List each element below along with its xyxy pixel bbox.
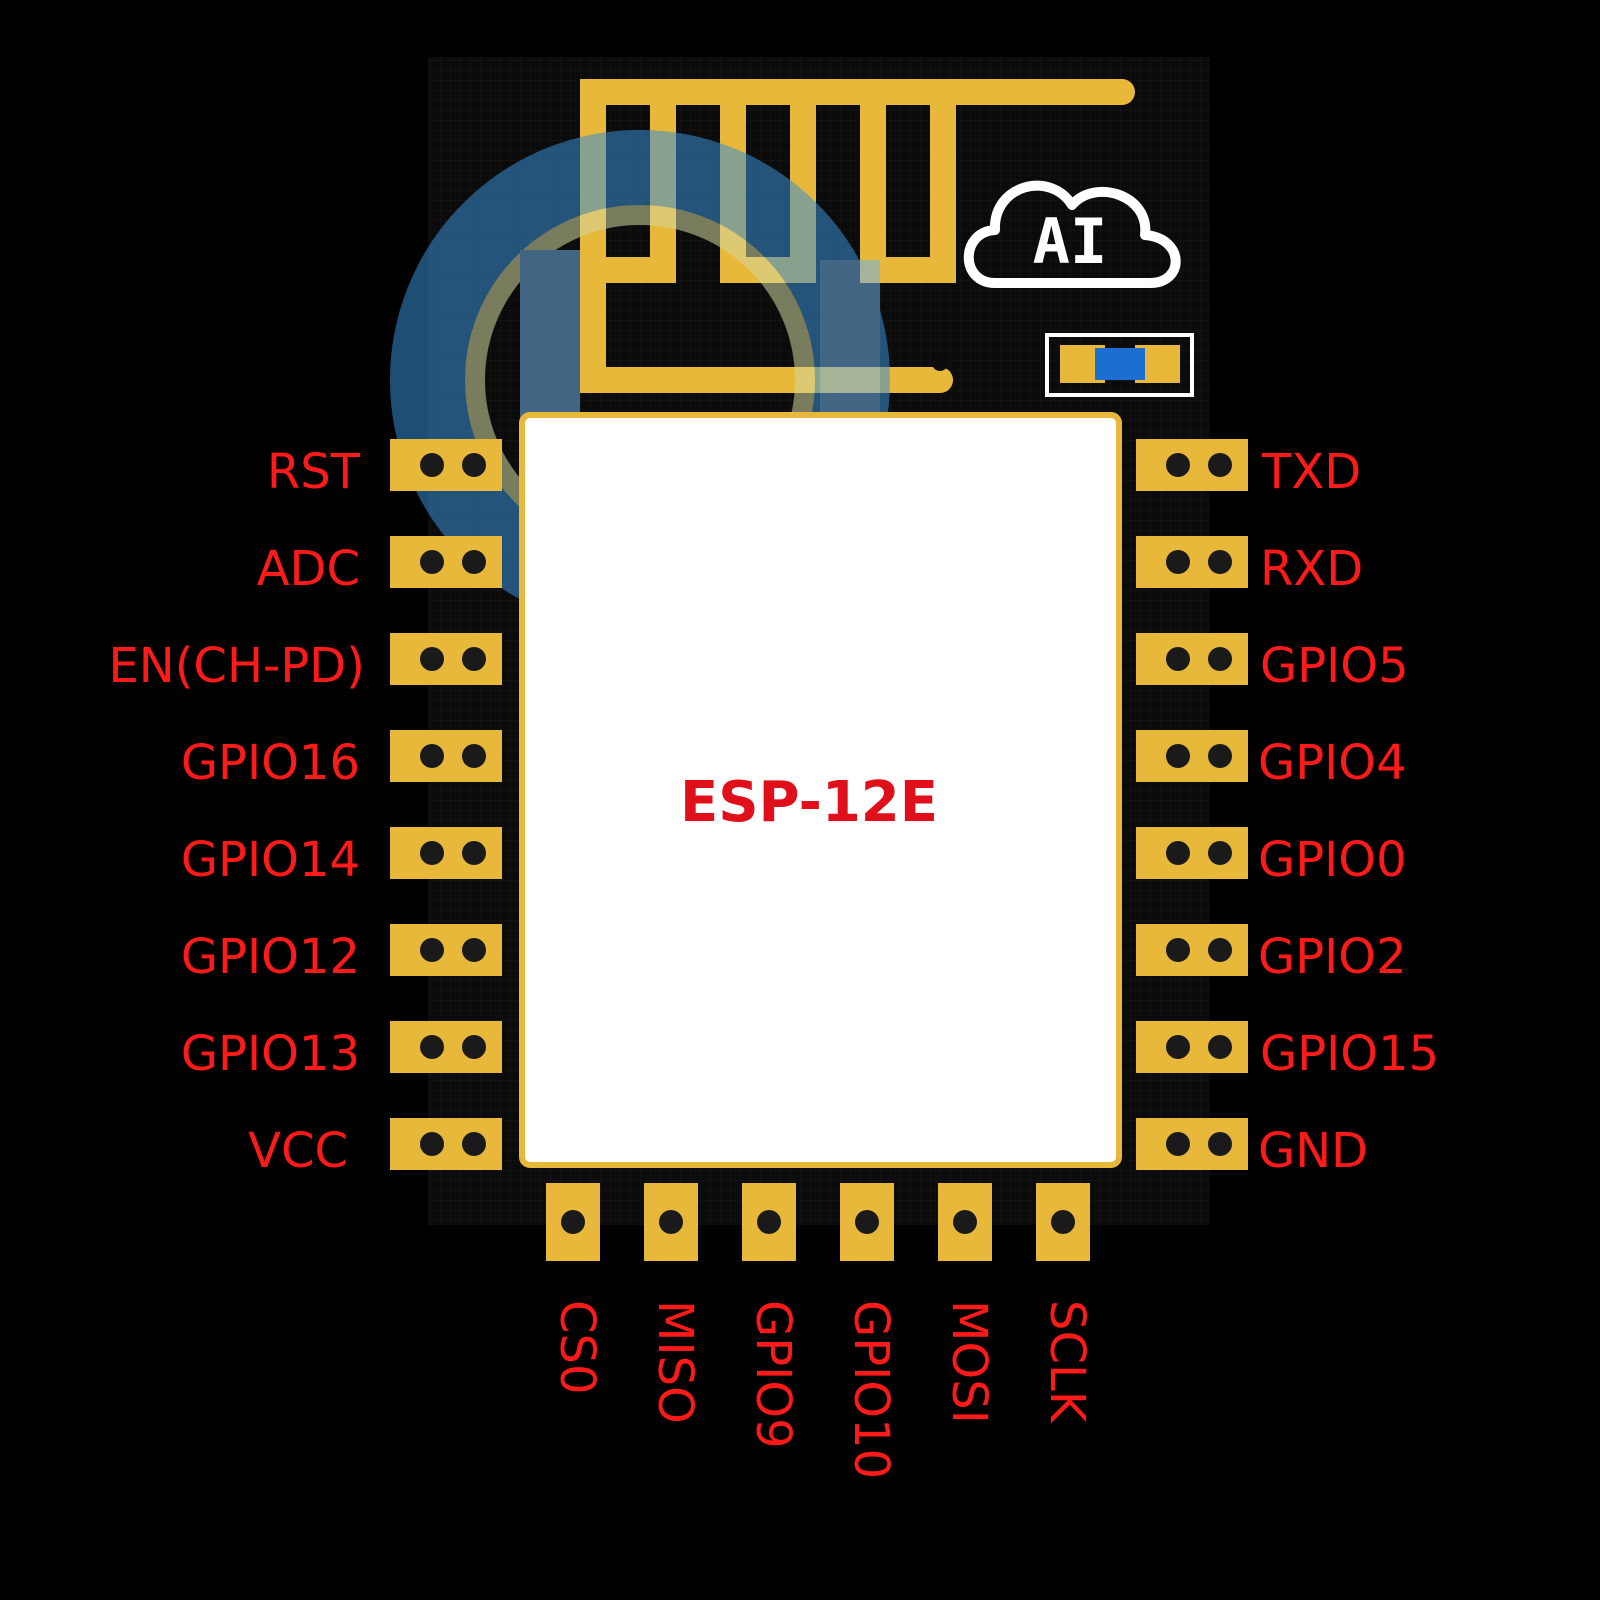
antenna-feed	[932, 355, 948, 371]
pad-hole	[1208, 550, 1232, 574]
pad-hole	[1166, 453, 1190, 477]
pad-hole	[462, 744, 486, 768]
pad-hole	[1166, 1132, 1190, 1156]
pad-hole	[757, 1210, 781, 1234]
logo-text: AI	[1032, 205, 1108, 278]
pad-hole	[855, 1210, 879, 1234]
pin-label-bottom: MOSI	[941, 1300, 997, 1424]
pad-hole	[462, 647, 486, 671]
pin-label-left: GPIO16	[180, 735, 360, 791]
cloud-icon	[963, 180, 1181, 288]
pad-hole	[1166, 550, 1190, 574]
pad-hole	[1166, 938, 1190, 962]
pin-label-left: ADC	[256, 541, 360, 597]
pin-label-left: RST	[266, 444, 360, 500]
pad-hole	[420, 744, 444, 768]
pin-label-bottom: MISO	[647, 1300, 703, 1424]
pin-label-left: GPIO13	[180, 1026, 360, 1082]
pad-hole	[462, 550, 486, 574]
pad-hole	[420, 841, 444, 865]
pin-label-right: RXD	[1260, 541, 1364, 597]
pad-hole	[1166, 744, 1190, 768]
pin-label-left: EN(CH-PD)	[108, 638, 365, 694]
pad-hole	[420, 550, 444, 574]
chip-label: ESP-12E	[679, 770, 939, 835]
antenna-end	[1102, 79, 1128, 105]
chip-shield	[519, 412, 1122, 1168]
pad-hole	[420, 453, 444, 477]
pin-label-right: GND	[1258, 1123, 1369, 1179]
pad-hole	[1166, 647, 1190, 671]
led-body	[1095, 348, 1145, 380]
pad-hole	[462, 1132, 486, 1156]
pad-hole	[1166, 841, 1190, 865]
pad-hole	[462, 453, 486, 477]
pad-hole	[462, 938, 486, 962]
pad-hole	[462, 841, 486, 865]
pin-label-bottom: GPIO10	[843, 1300, 899, 1480]
pad-hole	[1208, 744, 1232, 768]
pad-hole	[659, 1210, 683, 1234]
pin-label-left: VCC	[248, 1123, 348, 1179]
pin-label-right: GPIO15	[1260, 1026, 1440, 1082]
pad-hole	[1208, 841, 1232, 865]
pad-hole	[420, 1035, 444, 1059]
led-outline	[1045, 333, 1194, 397]
pad-hole	[1166, 1035, 1190, 1059]
pad-hole	[953, 1210, 977, 1234]
pad-hole	[1208, 453, 1232, 477]
pin-label-right: GPIO4	[1258, 735, 1407, 791]
pad-hole	[420, 1132, 444, 1156]
pad-hole	[1208, 647, 1232, 671]
pin-label-bottom: GPIO9	[745, 1300, 801, 1449]
pin-label-left: GPIO14	[180, 832, 360, 888]
pad-hole	[1051, 1210, 1075, 1234]
pad-hole	[1208, 938, 1232, 962]
pad-hole	[1208, 1132, 1232, 1156]
pad-hole	[561, 1210, 585, 1234]
pin-label-bottom: SCLK	[1039, 1300, 1095, 1423]
pad-hole	[1208, 1035, 1232, 1059]
pad-hole	[420, 647, 444, 671]
pad-hole	[462, 1035, 486, 1059]
pad-hole	[420, 938, 444, 962]
pin-label-right: GPIO2	[1258, 929, 1407, 985]
pin-label-left: GPIO12	[180, 929, 360, 985]
pin-label-right: GPIO5	[1260, 638, 1409, 694]
pin-label-bottom: CS0	[549, 1300, 605, 1395]
pin-label-right: GPIO0	[1258, 832, 1407, 888]
pin-label-right: TXD	[1262, 444, 1362, 500]
